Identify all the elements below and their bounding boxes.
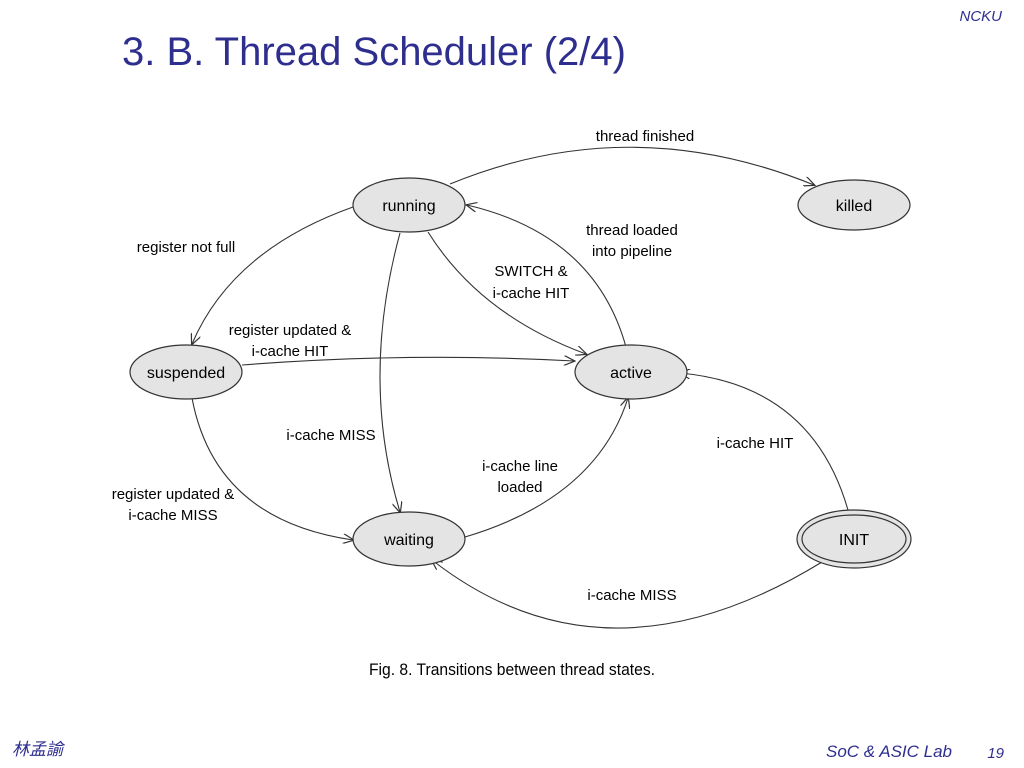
label-thread-loaded-1: thread loaded — [586, 222, 678, 239]
state-killed: killed — [797, 179, 911, 231]
label-icache-line-1: i-cache line — [482, 458, 558, 475]
edge-active-running — [467, 205, 627, 348]
state-running: running — [352, 177, 466, 233]
label-icache-miss-running: i-cache MISS — [286, 427, 375, 444]
label-reg-updated-miss-1: register updated & — [112, 486, 235, 503]
corner-label: NCKU — [959, 8, 1002, 25]
label-switch-hit-1: SWITCH & — [494, 263, 567, 280]
label-init-hit: i-cache HIT — [717, 435, 794, 452]
state-waiting: waiting — [352, 511, 466, 567]
label-reg-updated-hit-2: i-cache HIT — [252, 343, 329, 360]
figure-caption: Fig. 8. Transitions between thread state… — [368, 660, 656, 679]
label-icache-line-2: loaded — [497, 479, 542, 496]
label-switch-hit-2: i-cache HIT — [493, 285, 570, 302]
footer-lab: SoC & ASIC Lab — [826, 742, 952, 761]
edge-running-active — [427, 231, 586, 354]
state-suspended-label: suspended — [147, 365, 225, 382]
state-running-label: running — [382, 198, 435, 215]
state-active: active — [574, 344, 688, 400]
edge-running-suspended — [192, 206, 354, 344]
footer-page-number: 19 — [987, 745, 1004, 762]
edge-running-killed — [449, 146, 814, 185]
label-thread-finished: thread finished — [596, 128, 694, 145]
footer-author: 林孟諭 — [12, 740, 63, 760]
state-init: INIT — [796, 509, 912, 569]
edge-waiting-active — [464, 398, 628, 538]
edge-init-active — [680, 373, 849, 511]
state-waiting-label: waiting — [383, 532, 434, 549]
slide-title: 3. B. Thread Scheduler (2/4) — [122, 30, 626, 74]
edge-running-waiting — [379, 232, 400, 512]
state-active-label: active — [610, 365, 652, 382]
state-killed-label: killed — [836, 198, 872, 215]
label-init-miss: i-cache MISS — [587, 587, 676, 604]
edge-suspended-waiting — [191, 397, 353, 540]
edge-init-waiting — [432, 560, 823, 629]
label-reg-updated-hit-1: register updated & — [229, 322, 352, 339]
label-reg-updated-miss-2: i-cache MISS — [128, 507, 217, 524]
edge-suspended-active — [241, 357, 574, 365]
label-register-not-full: register not full — [137, 239, 235, 256]
state-suspended: suspended — [129, 344, 243, 400]
state-init-label: INIT — [839, 532, 869, 549]
label-thread-loaded-2: into pipeline — [592, 243, 672, 260]
